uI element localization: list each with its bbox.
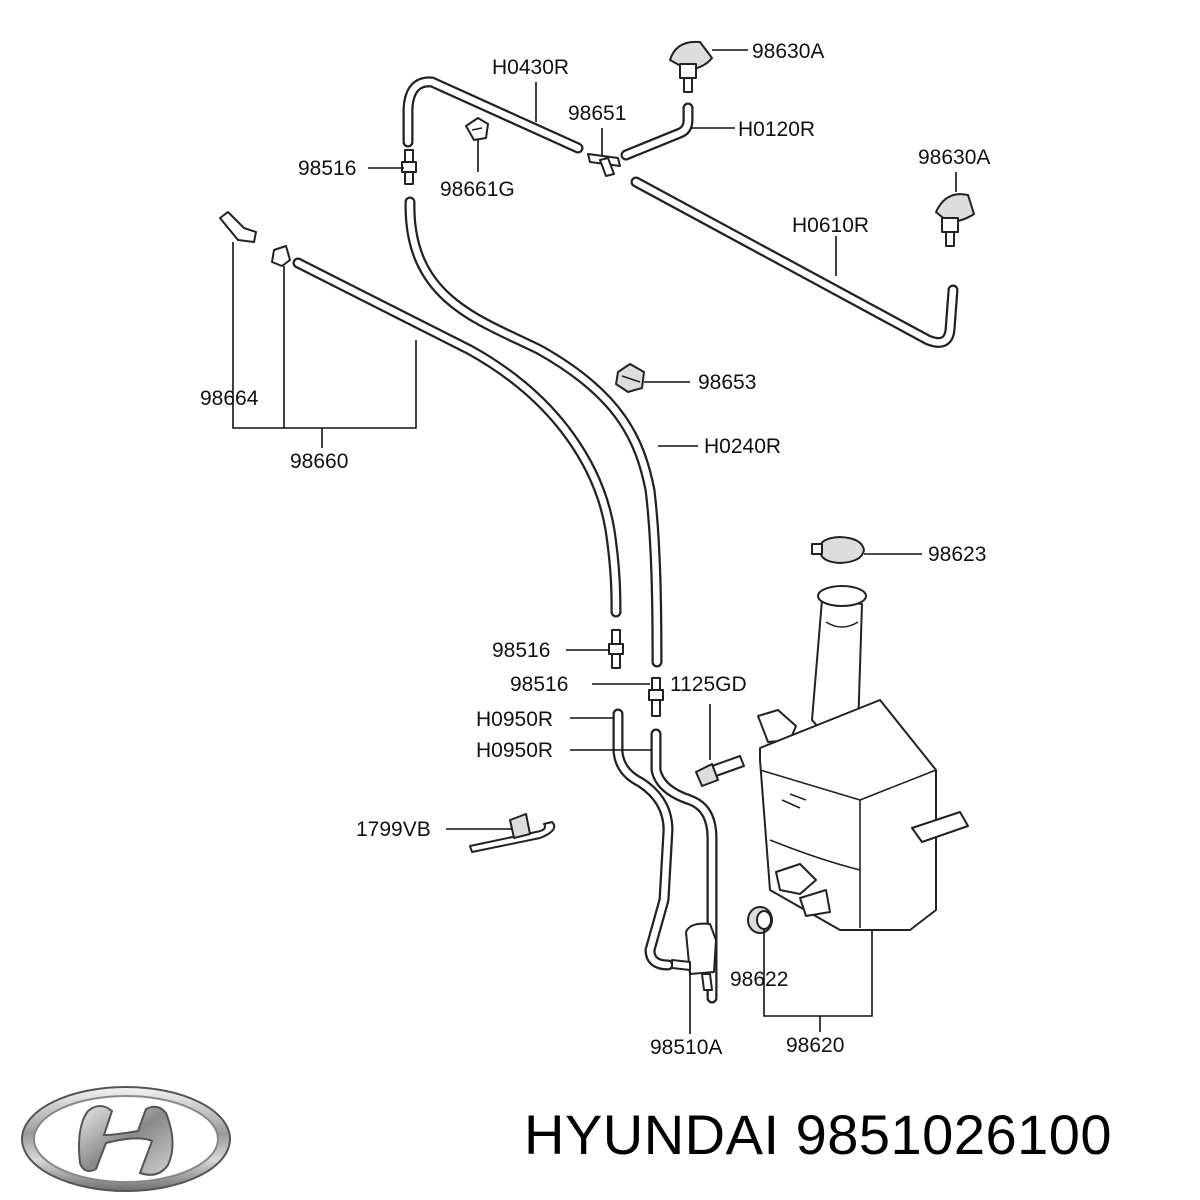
callout-label: H0950R [476, 708, 553, 731]
hose-clip-icon [465, 117, 489, 141]
elbow-nozzle-icon [219, 211, 257, 243]
callout-label: 98660 [290, 450, 348, 473]
callout-label: H0120R [738, 118, 815, 141]
hose-connector-icon [608, 629, 624, 669]
callout-label: 98630A [918, 146, 990, 169]
callout-label: 98664 [200, 387, 259, 410]
cable-strap-icon [469, 813, 556, 853]
hose-h0430r [402, 76, 584, 154]
callout-label: 98620 [786, 1034, 844, 1057]
callout-label: 98622 [730, 968, 788, 991]
hose-connector-icon [648, 677, 664, 717]
callout-label: 98661G [440, 178, 515, 201]
callout-label: H0240R [704, 435, 781, 458]
callout-label: 98510A [650, 1036, 722, 1059]
footer-title: HYUNDAI 9851026100 [524, 1107, 1112, 1163]
callout-label: 1799VB [356, 818, 431, 841]
callout-leader-lines [232, 49, 957, 1034]
callout-label: H0430R [492, 56, 569, 79]
callout-label: 98630A [752, 40, 824, 63]
callout-label: H0610R [792, 214, 869, 237]
callout-label: 98623 [928, 543, 986, 566]
hose-h0120r [620, 102, 694, 161]
part-number: 9851026100 [795, 1103, 1113, 1166]
callout-label: 98516 [510, 673, 568, 696]
washer-pump-icon [671, 922, 717, 991]
callout-label: 98651 [568, 102, 626, 125]
brand-name: HYUNDAI [524, 1103, 780, 1166]
hose-h0240r [404, 196, 663, 668]
hyundai-logo-icon [21, 1086, 231, 1192]
washer-hose-parts-diagram: H0430R 98630A 98651 H0120R 98516 98661G … [200, 40, 990, 1059]
reservoir-cap-icon [811, 536, 865, 564]
hose-h0950r-right [650, 728, 718, 1004]
callout-label: H0950R [476, 739, 553, 762]
bolt-icon [695, 755, 745, 787]
hose-clamp-icon [615, 363, 645, 393]
callout-label: 98516 [492, 639, 550, 662]
grommet-icon [747, 906, 773, 934]
hose-clip-icon [271, 245, 291, 267]
hose-98660 [292, 257, 622, 618]
washer-reservoir-icon [757, 585, 969, 931]
hose-h0950r-left [612, 708, 674, 971]
callout-label: 1125GD [670, 673, 747, 696]
t-joint-icon [587, 153, 621, 177]
washer-nozzle-icon [935, 193, 975, 247]
callout-label: 98653 [698, 371, 756, 394]
hose-connector-icon [401, 149, 417, 185]
hose-h0610r [630, 176, 959, 348]
washer-nozzle-icon [669, 40, 713, 93]
callout-label: 98516 [298, 157, 356, 180]
